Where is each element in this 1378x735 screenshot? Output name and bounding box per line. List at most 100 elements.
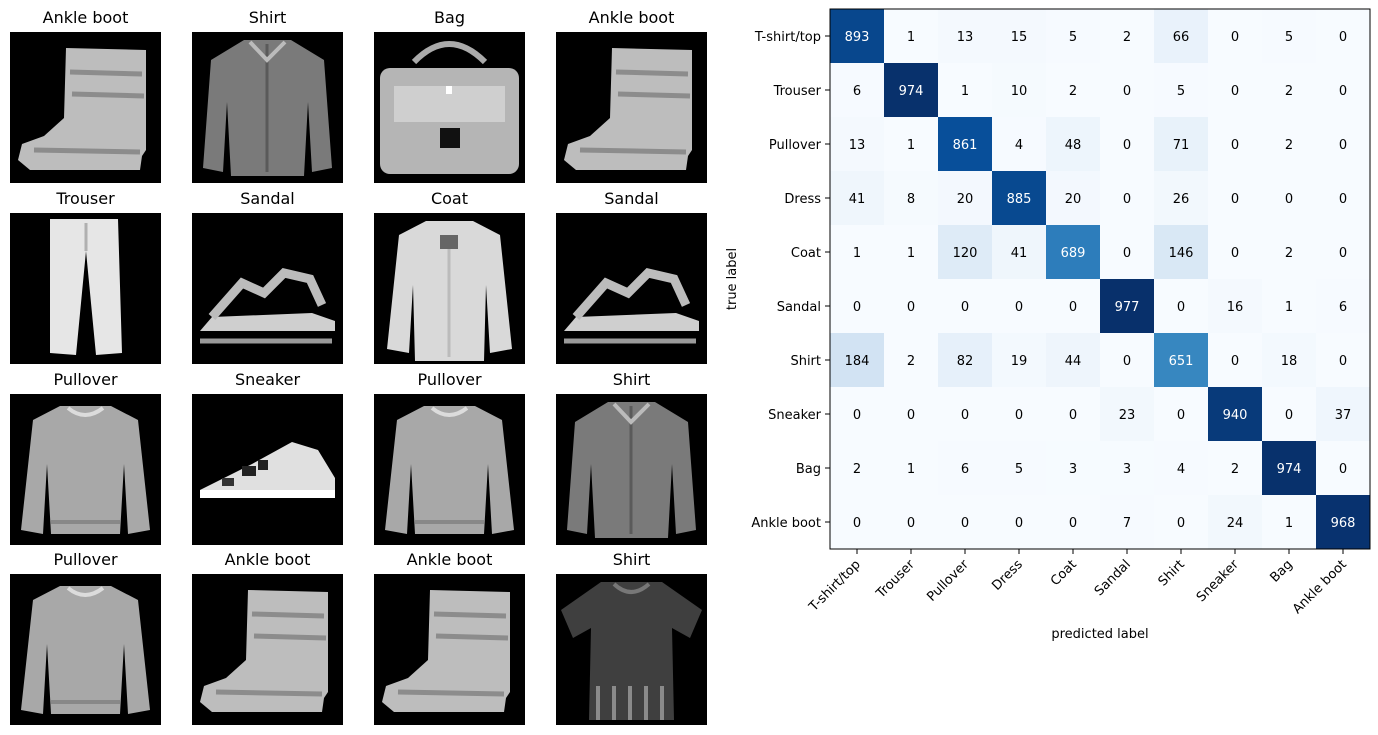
heatmap-cell: [938, 333, 993, 388]
cell-value-label: 0: [907, 516, 915, 531]
cell-value-label: 0: [1231, 84, 1239, 99]
y-tick-label: T-shirt/top: [754, 30, 821, 45]
y-tick-label: Pullover: [769, 138, 822, 153]
y-tick-label: Bag: [796, 462, 821, 477]
heatmap-cell: [1316, 63, 1371, 118]
cell-value-label: 3: [1069, 462, 1077, 477]
cell-value-label: 2: [907, 354, 915, 369]
heatmap-cell: [1046, 225, 1101, 280]
gallery-tile-title: Trouser: [56, 189, 115, 208]
heatmap-cell: [992, 495, 1047, 550]
heatmap-cell: [1154, 171, 1209, 226]
cell-value-label: 0: [1069, 516, 1077, 531]
x-tick-label: T-shirt/top: [806, 557, 864, 615]
cell-value-label: 861: [953, 138, 978, 153]
heatmap-cell: [992, 63, 1047, 118]
garment-image: [192, 213, 343, 364]
heatmap-cell: [1046, 333, 1101, 388]
heatmap-cell: [1154, 63, 1209, 118]
heatmap-cell: [830, 495, 885, 550]
cell-value-label: 0: [1231, 354, 1239, 369]
heatmap-cell: [830, 225, 885, 280]
gallery-tile-title: Ankle boot: [224, 550, 311, 569]
heatmap-cell: [1262, 63, 1317, 118]
heatmap-cell: [1208, 171, 1263, 226]
cell-value-label: 0: [907, 300, 915, 315]
cell-value-label: 2: [1231, 462, 1239, 477]
cell-value-label: 689: [1061, 246, 1086, 261]
cell-value-label: 885: [1007, 192, 1032, 207]
cell-value-label: 2: [1123, 30, 1131, 45]
heatmap-cell: [1316, 279, 1371, 334]
heatmap-cell: [938, 117, 993, 172]
cell-value-label: 5: [1177, 84, 1185, 99]
heatmap-cell: [1262, 495, 1317, 550]
cell-value-label: 0: [1015, 408, 1023, 423]
garment-image: [556, 213, 707, 364]
heatmap-cell: [1208, 387, 1263, 442]
heatmap-cell: [938, 63, 993, 118]
heatmap-cell: [1046, 9, 1101, 64]
heatmap-cell: [1100, 387, 1155, 442]
cell-value-label: 0: [1123, 246, 1131, 261]
heatmap-cell: [830, 279, 885, 334]
cell-value-label: 5: [1015, 462, 1023, 477]
cell-value-label: 82: [957, 354, 974, 369]
heatmap-cell: [938, 495, 993, 550]
garment-image: [374, 213, 525, 364]
heatmap-cell: [1100, 441, 1155, 496]
heatmap-cell: [1100, 9, 1155, 64]
cell-value-label: 0: [1339, 138, 1347, 153]
heatmap-cell: [1100, 225, 1155, 280]
cell-value-label: 0: [1339, 30, 1347, 45]
heatmap-cell: [830, 441, 885, 496]
heatmap-cell: [938, 279, 993, 334]
heatmap-cell: [1100, 279, 1155, 334]
heatmap-cell: [1208, 9, 1263, 64]
heatmap-cell: [1262, 9, 1317, 64]
cell-value-label: 0: [1339, 246, 1347, 261]
cell-value-label: 41: [849, 192, 866, 207]
cell-value-label: 8: [907, 192, 915, 207]
cell-value-label: 26: [1173, 192, 1190, 207]
heatmap-cell: [1208, 495, 1263, 550]
cell-value-label: 19: [1011, 354, 1028, 369]
heatmap-cell: [1154, 333, 1209, 388]
heatmap-cell: [938, 387, 993, 442]
cell-value-label: 6: [853, 84, 861, 99]
y-axis-label: true label: [725, 248, 740, 310]
heatmap-cell: [1154, 9, 1209, 64]
gallery-tile-title: Pullover: [53, 370, 118, 389]
heatmap-cell: [992, 333, 1047, 388]
cell-value-label: 0: [961, 408, 969, 423]
x-tick-label: Sandal: [1092, 557, 1134, 599]
cell-value-label: 10: [1011, 84, 1028, 99]
heatmap-cell: [1262, 171, 1317, 226]
heatmap-cell: [992, 441, 1047, 496]
cell-value-label: 146: [1169, 246, 1194, 261]
cell-value-label: 0: [1285, 192, 1293, 207]
heatmap-cell: [884, 225, 939, 280]
heatmap-cell: [1154, 495, 1209, 550]
garment-image: [192, 32, 343, 183]
x-axis-label: predicted label: [1051, 627, 1148, 642]
cell-value-label: 5: [1285, 30, 1293, 45]
heatmap-cell: [992, 225, 1047, 280]
cell-value-label: 651: [1169, 354, 1194, 369]
heatmap-cell: [1316, 117, 1371, 172]
cell-value-label: 968: [1331, 516, 1356, 531]
cell-value-label: 5: [1069, 30, 1077, 45]
cell-value-label: 0: [853, 516, 861, 531]
heatmap-cell: [1208, 279, 1263, 334]
gallery-tile-title: Shirt: [612, 550, 651, 569]
garment-image: [192, 394, 343, 545]
cell-value-label: 0: [907, 408, 915, 423]
heatmap-cell: [884, 9, 939, 64]
x-tick-label: Dress: [989, 557, 1026, 594]
heatmap-cell: [1316, 171, 1371, 226]
heatmap-cell: [884, 63, 939, 118]
heatmap-cell: [1262, 279, 1317, 334]
heatmap-cell: [1046, 117, 1101, 172]
cell-value-label: 0: [1231, 246, 1239, 261]
